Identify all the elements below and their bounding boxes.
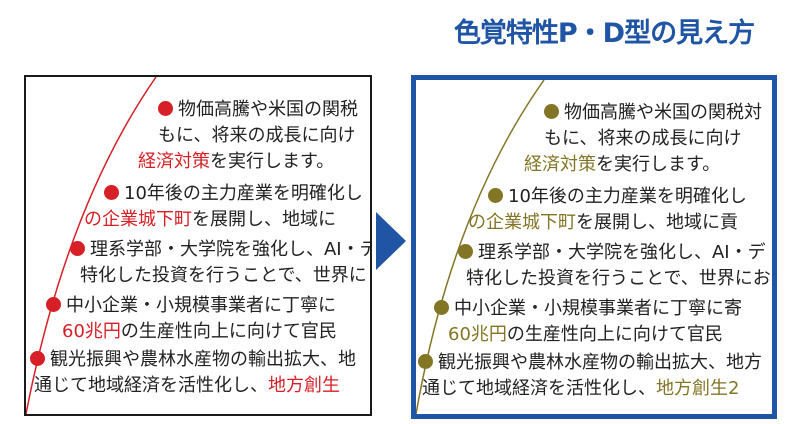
item-text: の生産性向上に向けて官民: [120, 321, 337, 342]
item-text: 中小企業・小規模事業者に丁寧に: [66, 295, 336, 316]
bullet-dot-icon: [104, 185, 119, 200]
arrow-right-icon: [376, 212, 406, 270]
item-text: 特化した投資を行うことで、世界にお: [466, 268, 771, 289]
item-text: 特化した投資を行うことで、世界に: [80, 265, 367, 286]
item-text: を実行します。: [596, 154, 721, 175]
bullet-dot-icon: [458, 244, 473, 259]
bullet-dot-icon: [46, 297, 61, 312]
highlight-text: の企業城下町: [84, 209, 192, 230]
item-text: を実行します。: [210, 151, 335, 172]
highlight-text: 経済対策: [138, 151, 210, 172]
highlight-text: 地方創生: [268, 375, 340, 396]
item-text: 観光振興や農林水産物の輸出拡大、地: [50, 349, 356, 370]
highlight-text: 地方創生2: [656, 378, 740, 399]
bullet-dot-icon: [488, 188, 503, 203]
highlight-text: 経済対策: [524, 154, 596, 175]
highlight-text: 60兆円: [448, 324, 507, 345]
item-text: 中小企業・小規模事業者に丁寧に寄: [454, 298, 742, 319]
item-text: の生産性向上に向けて官民: [506, 324, 723, 345]
bullet-dot-icon: [544, 104, 559, 119]
highlight-text: 60兆円: [62, 321, 121, 342]
item-text: 物価高騰や米国の関税対: [564, 102, 762, 123]
list-item: 10年後の主力産業を明確化し の企業城下町を展開し、地域に貢: [468, 184, 747, 236]
list-item: 中小企業・小規模事業者に丁寧に寄 60兆円の生産性向上に向けて官民: [434, 296, 742, 348]
bullet-dot-icon: [434, 300, 449, 315]
bullet-dot-icon: [70, 241, 85, 256]
list-item: 物価高騰や米国の関税 もに、将来の成長に向け 経済対策を実行します。: [138, 97, 358, 175]
item-text: を展開し、地域に貢: [576, 212, 738, 233]
bullet-dot-icon: [158, 101, 173, 116]
list-item: 物価高騰や米国の関税対 もに、将来の成長に向け 経済対策を実行します。: [524, 100, 762, 178]
list-item: 10年後の主力産業を明確化し の企業城下町を展開し、地域に: [84, 181, 363, 233]
bullet-dot-icon: [418, 354, 433, 369]
page-title: 色覚特性P・D型の見え方: [453, 18, 755, 49]
list-item: 理系学部・大学院を強化し、AI・デ 特化した投資を行うことで、世界にお: [458, 240, 771, 292]
highlight-text: の企業城下町: [468, 212, 576, 233]
list-item: 観光振興や農林水産物の輸出拡大、地 通じて地域経済を活性化し、地方創生: [30, 347, 356, 399]
bullet-dot-icon: [30, 351, 45, 366]
list-item: 中小企業・小規模事業者に丁寧に 60兆円の生産性向上に向けて官民: [46, 293, 337, 345]
list-item: 理系学部・大学院を強化し、AI・デ 特化した投資を行うことで、世界に: [70, 237, 372, 289]
item-text: もに、将来の成長に向け: [544, 128, 742, 149]
normal-vision-panel: 物価高騰や米国の関税 もに、将来の成長に向け 経済対策を実行します。 10年後の…: [24, 75, 372, 416]
list-item: 観光振興や農林水産物の輸出拡大、地方 通じて地域経済を活性化し、地方創生2: [418, 350, 762, 402]
item-text: 理系学部・大学院を強化し、AI・デ: [90, 239, 372, 260]
simulated-vision-panel: 物価高騰や米国の関税対 もに、将来の成長に向け 経済対策を実行します。 10年後…: [411, 75, 777, 419]
item-text: 物価高騰や米国の関税: [178, 99, 358, 120]
item-text: 10年後の主力産業を明確化し: [124, 183, 363, 204]
item-text: 通じて地域経済を活性化し、: [422, 378, 656, 399]
item-text: 観光振興や農林水産物の輸出拡大、地方: [438, 352, 762, 373]
item-text: 理系学部・大学院を強化し、AI・デ: [478, 242, 766, 263]
item-text: を展開し、地域に: [192, 209, 336, 230]
item-text: 通じて地域経済を活性化し、: [34, 375, 268, 396]
item-text: もに、将来の成長に向け: [158, 125, 356, 146]
item-text: 10年後の主力産業を明確化し: [508, 186, 747, 207]
